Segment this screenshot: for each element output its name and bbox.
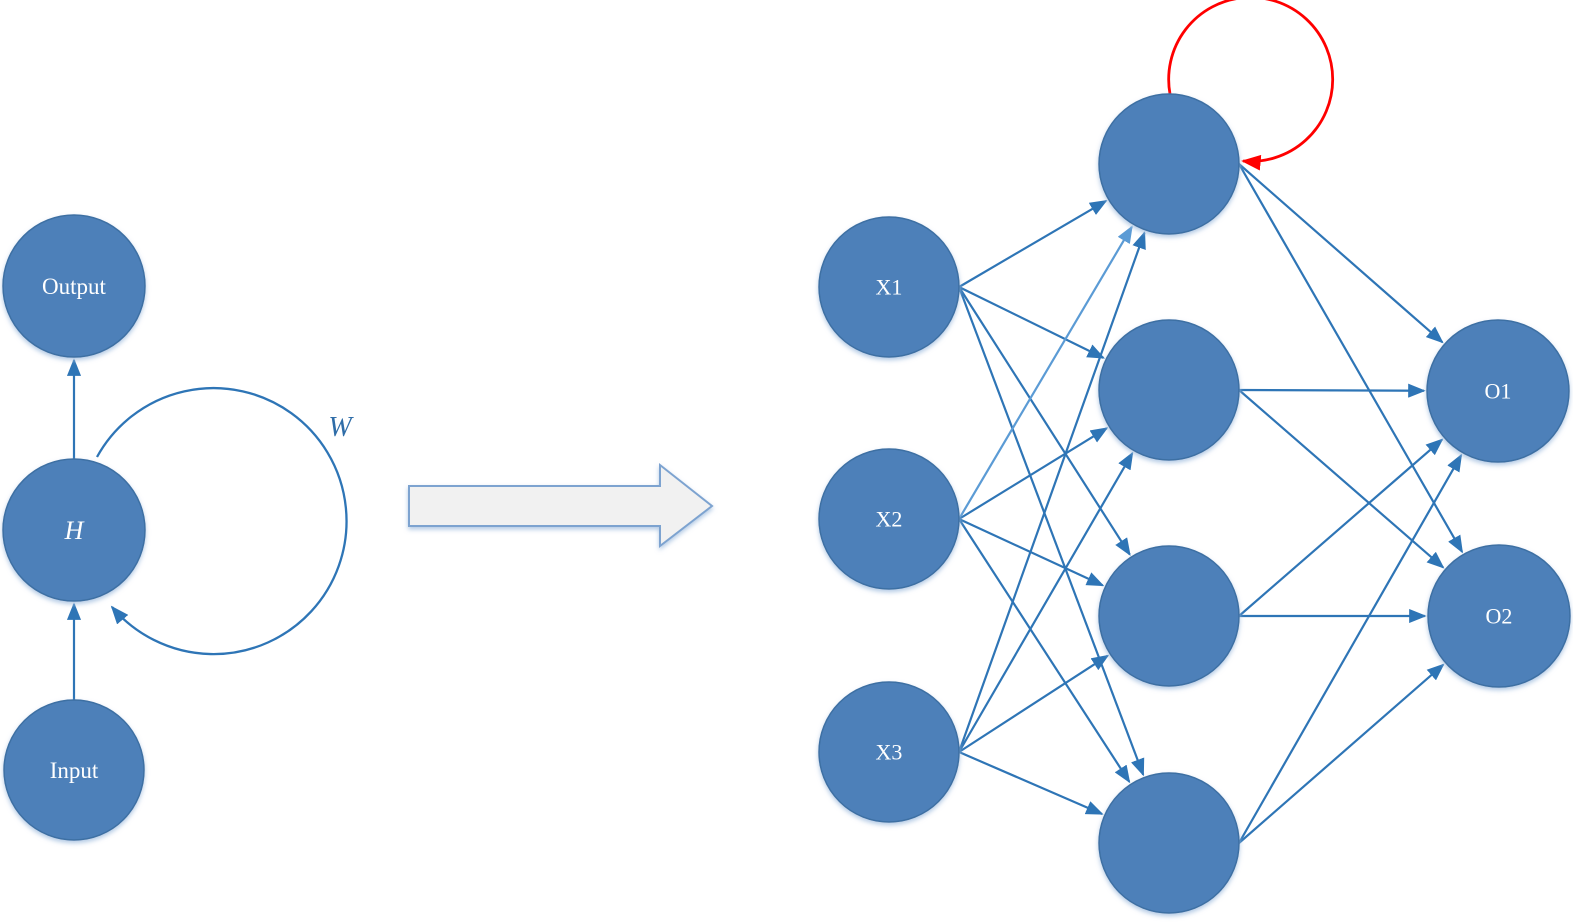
edge-x1-h1: [958, 199, 1108, 288]
edge-x1-h3: [958, 286, 1131, 556]
unfolded-node-label-o1: O1: [1485, 378, 1512, 403]
edge-x3-h1: [957, 231, 1146, 753]
unfolded-node-x3: [818, 681, 960, 823]
folded-node-label-output: Output: [42, 274, 107, 299]
unfolded-node-o2: [1427, 544, 1571, 688]
unfolded-node-label-x3: X3: [876, 739, 903, 764]
hidden-self-loop-red: [1167, 0, 1335, 171]
edge-x1-h4: [957, 286, 1145, 777]
folded-node-output: [2, 214, 146, 358]
unfolded-node-x1: [818, 216, 960, 358]
edge-h2-o2: [1238, 389, 1445, 569]
unfolded-node-o1: [1426, 319, 1570, 463]
unfolded-node-h1: [1098, 93, 1240, 235]
edge-x2-h2: [958, 427, 1109, 520]
folded-node-h: [2, 458, 146, 602]
edge-x3-h3: [958, 654, 1110, 753]
unfolded-node-x2: [818, 448, 960, 590]
recurrent-weight-label: W: [328, 412, 354, 443]
edge-h4-o1: [1238, 453, 1463, 844]
unfolded-node-label-x1: X1: [876, 274, 903, 299]
edge-x2-h1: [958, 225, 1133, 520]
recurrent-loop-arc: [95, 386, 348, 656]
unfolded-node-h2: [1098, 319, 1240, 461]
edge-h1-o2: [1238, 163, 1464, 554]
unfolded-node-h4: [1098, 772, 1240, 914]
edge-h4-o2: [1238, 663, 1445, 844]
unfolded-node-h3: [1098, 545, 1240, 687]
unfold-arrow: [408, 462, 714, 549]
unfolded-node-label-o2: O2: [1486, 603, 1513, 628]
unfolded-node-label-x2: X2: [876, 506, 903, 531]
edge-x3-h4: [958, 750, 1104, 815]
folded-node-label-input: Input: [50, 758, 99, 783]
edge-h1-o1: [1238, 163, 1444, 344]
edge-h3-o1: [1238, 438, 1444, 617]
edge-x3-h2: [958, 451, 1134, 753]
folded-node-label-h: H: [64, 516, 85, 545]
edge-h2-o1: [1238, 383, 1426, 398]
edge-x1-h2: [958, 286, 1106, 359]
edge-x2-h4: [958, 518, 1131, 784]
folded-node-input: [3, 699, 145, 841]
